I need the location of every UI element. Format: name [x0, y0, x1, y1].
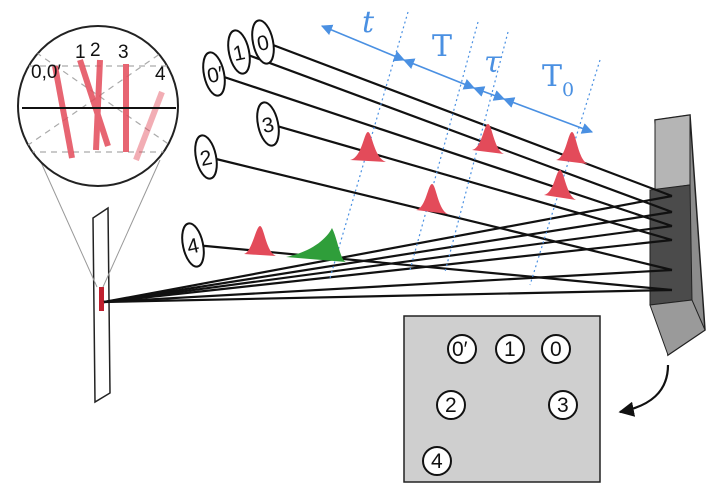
beam-label-4: 4 — [185, 234, 202, 259]
pulse-beam-0 — [556, 132, 588, 164]
beam-lines — [103, 40, 673, 304]
magnifier-inset: 0,0′ 1 2 3 4 — [17, 25, 179, 187]
beam-label-2: 2 — [198, 146, 214, 171]
label-T0-sub: 0 — [562, 79, 574, 101]
sample-spot — [99, 287, 104, 311]
green-pulse — [286, 228, 346, 262]
beam-label-0p: 0′ — [205, 62, 225, 88]
mag-label-4: 4 — [155, 64, 166, 85]
beam-label-1: 1 — [231, 41, 247, 66]
label-T0: T — [542, 59, 562, 94]
pulse-beam-1 — [544, 170, 576, 200]
mag-label-2: 2 — [90, 40, 101, 61]
svg-text:2: 2 — [445, 394, 457, 417]
time-arrows: t T τ T 0 — [320, 5, 594, 134]
projection-arrow — [618, 364, 670, 417]
svg-text:4: 4 — [431, 450, 443, 473]
pulses — [244, 124, 588, 262]
beam-label-3: 3 — [260, 113, 276, 138]
label-t: t — [362, 5, 375, 40]
screen-spot-0: 0 — [541, 334, 571, 364]
screen-spot-1: 1 — [495, 334, 525, 364]
screen-spot-3: 3 — [548, 390, 578, 420]
label-T: T — [432, 29, 452, 64]
svg-text:1: 1 — [504, 338, 516, 361]
svg-text:0′: 0′ — [452, 338, 468, 361]
zoom-line-right — [102, 159, 161, 288]
pulse-beam-4 — [244, 226, 276, 256]
mag-label-00: 0,0′ — [31, 62, 61, 83]
screen-spot-4: 4 — [422, 446, 452, 476]
screen-spot-2: 2 — [436, 390, 466, 420]
beam-label-0: 0 — [255, 31, 271, 56]
pulse-beam-3 — [350, 132, 386, 162]
zoom-line-left — [39, 159, 98, 288]
svg-text:3: 3 — [557, 394, 569, 417]
reflector-block — [649, 114, 706, 357]
beam-labels: 0′ 1 0 3 2 4 — [181, 19, 280, 268]
screen-spot-0p: 0′ — [447, 334, 477, 364]
mag-label-3: 3 — [118, 42, 129, 63]
pulse-beam-0p — [472, 124, 504, 154]
svg-text:0: 0 — [550, 338, 562, 361]
label-tau: τ — [484, 45, 501, 80]
sample-plate — [92, 206, 111, 404]
pulse-beam-2 — [416, 184, 448, 214]
mag-label-1: 1 — [75, 42, 86, 63]
detector-screen: 0′ 1 0 2 3 4 — [403, 315, 601, 483]
